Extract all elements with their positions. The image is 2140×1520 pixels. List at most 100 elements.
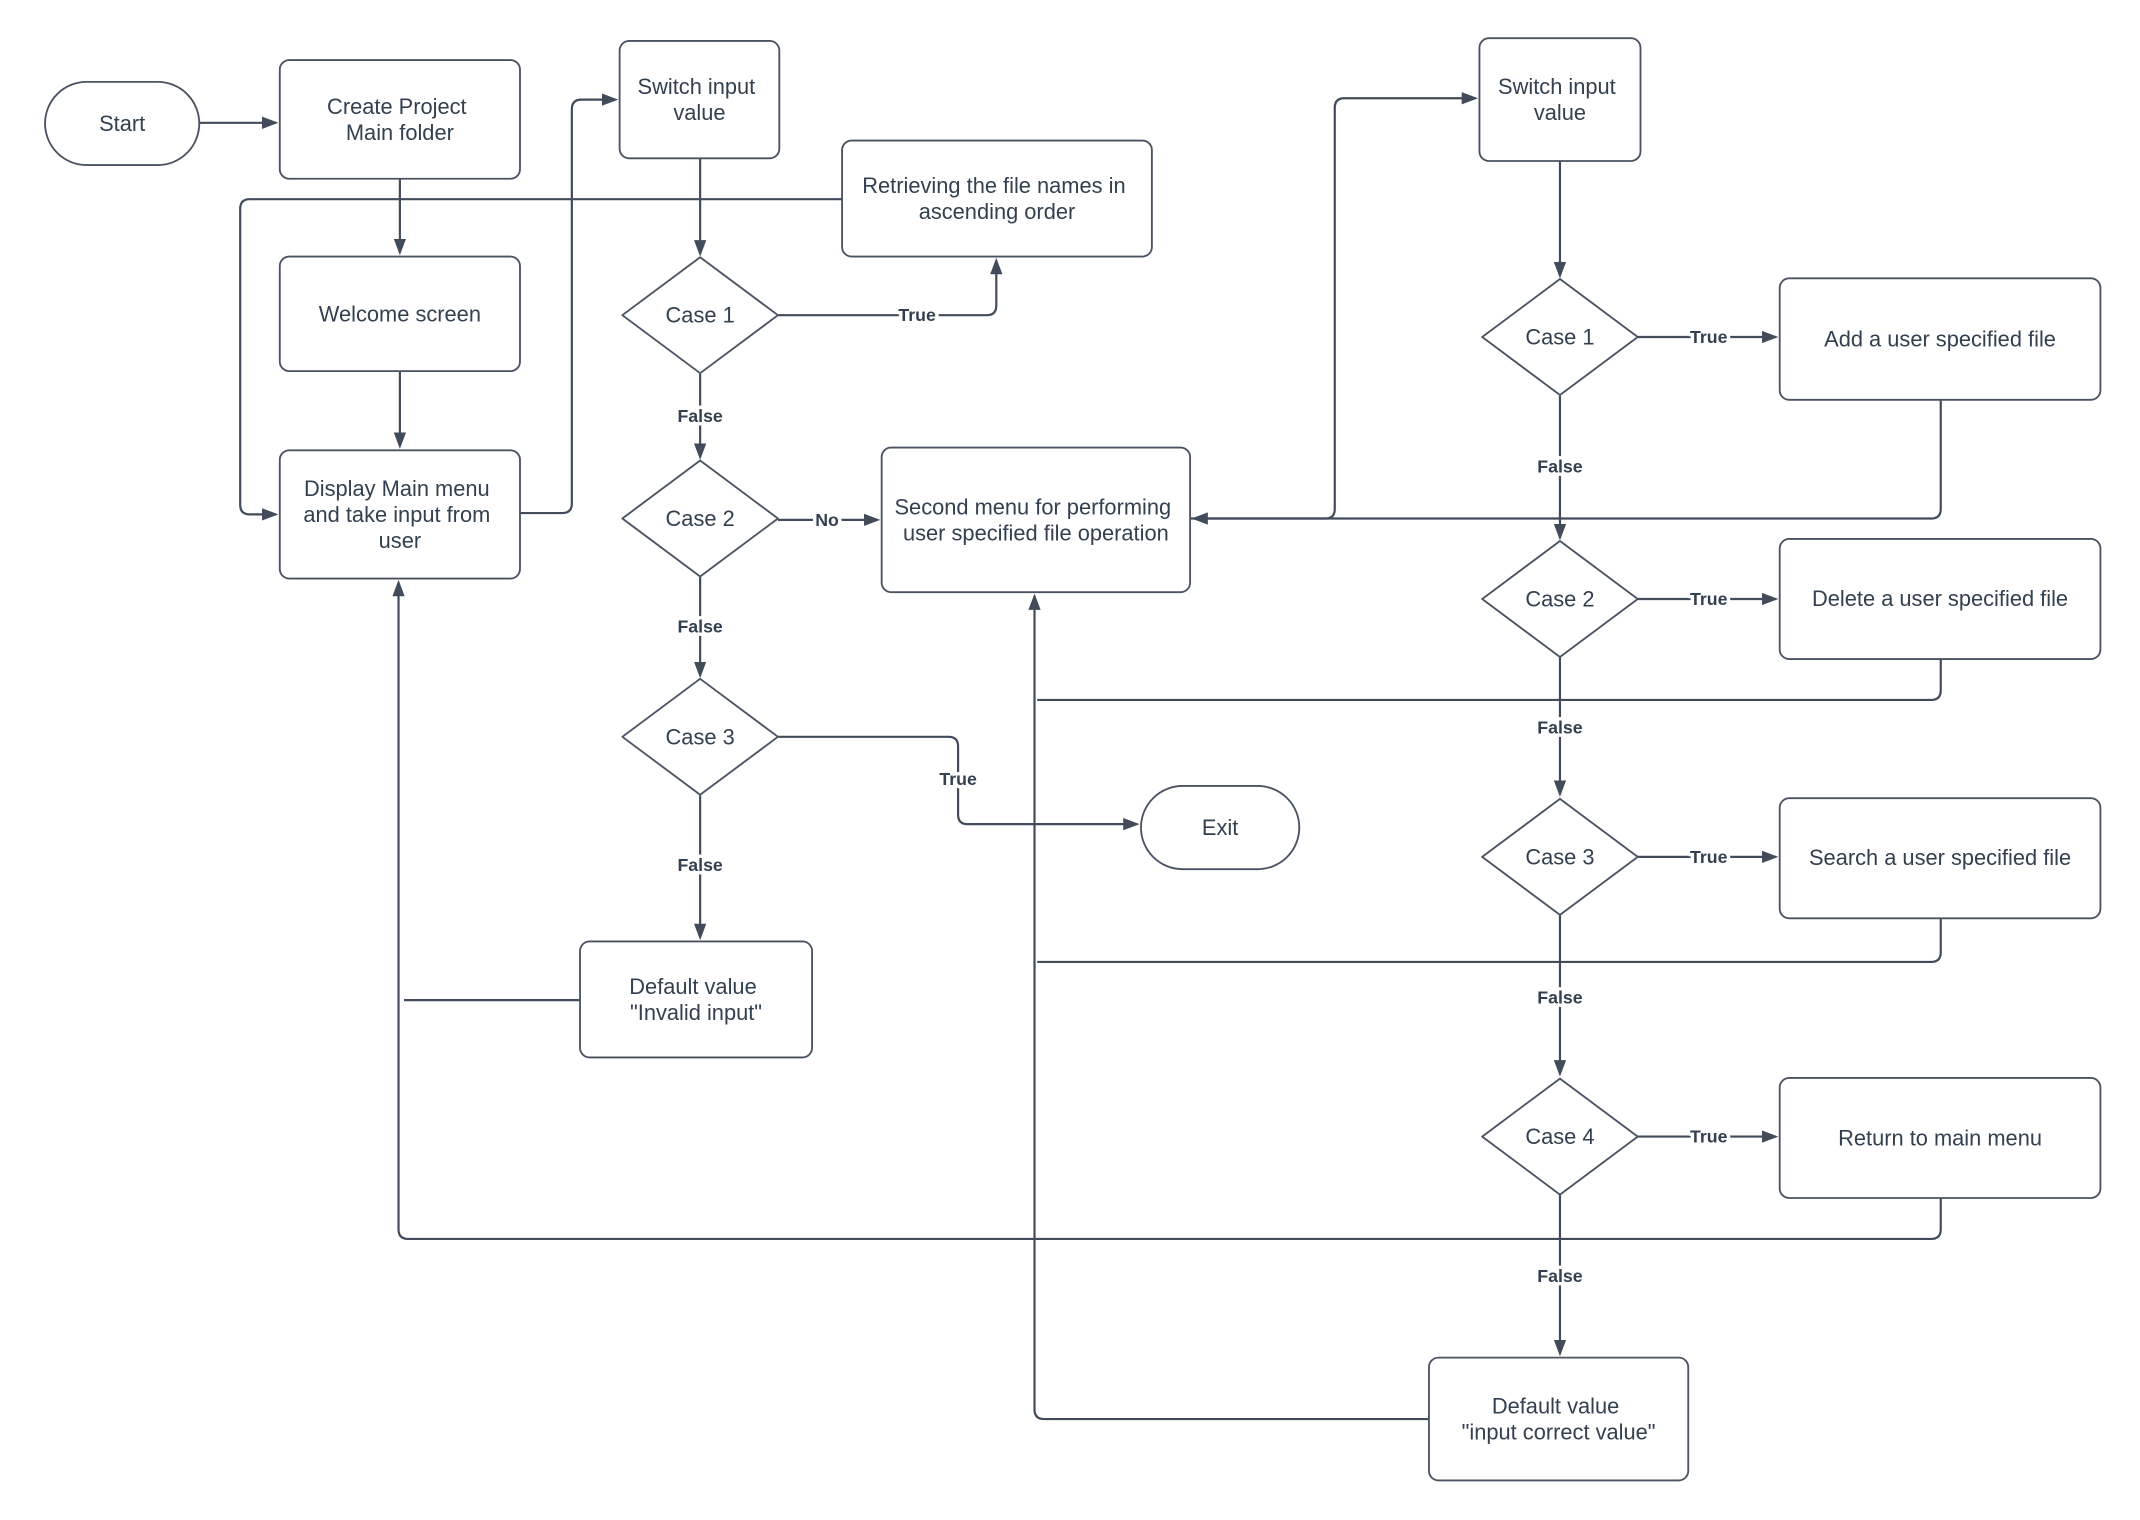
- edge-label-case1-right-true: True: [1690, 327, 1728, 347]
- start-label: Start: [99, 111, 145, 136]
- svg-text:Case 1: Case 1: [1525, 325, 1594, 350]
- case2-right-label: Case 2: [1525, 586, 1594, 611]
- case2-left-label: Case 2: [666, 506, 735, 531]
- display-main-menu-shape: [278, 449, 521, 580]
- create-project-shape: [278, 59, 521, 180]
- case1-left-label: Case 1: [666, 303, 735, 328]
- delete-file-label: Delete a user specified file: [1812, 586, 2068, 611]
- edge-retrieving-to-display: [239, 198, 843, 521]
- nodes: Start Create Project Main folder Welcome…: [44, 37, 2102, 1482]
- svg-text:Case 4: Case 4: [1525, 1124, 1594, 1149]
- switch-input-right-label: Switch input value: [1498, 67, 1622, 125]
- edge-label-case1-left-true: True: [898, 305, 936, 325]
- node-return-menu: Return to main menu: [1778, 1076, 2102, 1199]
- svg-text:True: True: [1690, 589, 1728, 609]
- svg-text:Case 2: Case 2: [1525, 586, 1594, 611]
- svg-text:True: True: [939, 769, 977, 789]
- svg-text:Return to main menu: Return to main menu: [1838, 1125, 2042, 1150]
- edge-labels: True False No False True False True Fals…: [674, 302, 1731, 1289]
- svg-text:False: False: [677, 855, 722, 875]
- edge-add-loop-to-second-menu: [1191, 399, 1942, 525]
- case3-right-label: Case 3: [1525, 844, 1594, 869]
- node-second-menu: Second menu for performing user specifie…: [880, 446, 1192, 594]
- edge-return-loop-to-display: [392, 579, 1942, 1241]
- exit-label: Exit: [1202, 815, 1238, 840]
- svg-text:False: False: [677, 616, 722, 636]
- svg-text:True: True: [1690, 327, 1728, 347]
- node-default-invalid: Default value "Invalid input": [579, 940, 813, 1059]
- edges: [199, 92, 1942, 1421]
- case1-left-diamond: [621, 256, 779, 375]
- edge-case1-left-true-to-retrieving: [777, 257, 1003, 317]
- edge-label-case1-right-false: False: [1537, 457, 1582, 477]
- svg-text:Start: Start: [99, 111, 145, 136]
- second-menu-shape: [880, 446, 1192, 594]
- edge-label-case1-left-false: False: [677, 406, 722, 426]
- case3-left-diamond: [621, 677, 779, 796]
- case2-right-diamond: [1481, 540, 1639, 658]
- switch-input-left-label: Switch input value: [638, 67, 762, 125]
- create-project-label: Create Project Main folder: [327, 86, 473, 144]
- case3-right-diamond: [1481, 797, 1639, 916]
- default-invalid-label: Default value "Invalid input": [629, 967, 763, 1025]
- add-file-label: Add a user specified file: [1824, 327, 2056, 352]
- case4-right-label: Case 4: [1525, 1124, 1594, 1149]
- return-menu-shape: [1778, 1076, 2102, 1199]
- svg-text:True: True: [1690, 847, 1728, 867]
- exit-terminator-shape: [1140, 785, 1301, 871]
- start-terminator-shape: [44, 80, 201, 167]
- edge-label-case3-left-true: True: [939, 769, 977, 789]
- node-switch-input-left: Switch input value: [618, 40, 781, 160]
- svg-text:False: False: [1537, 717, 1582, 737]
- svg-text:Search a user specified file: Search a user specified file: [1809, 845, 2071, 870]
- search-file-label: Search a user specified file: [1809, 845, 2071, 870]
- node-case1-left: Case 1: [621, 256, 779, 375]
- svg-text:False: False: [677, 406, 722, 426]
- svg-text:False: False: [1537, 987, 1582, 1007]
- display-main-menu-label: Display Main menu and take input from us…: [303, 468, 496, 552]
- edge-label-case2-left-false: False: [677, 616, 722, 636]
- edge-case3-left-true-to-exit: [777, 735, 1140, 831]
- node-case3-right: Case 3: [1481, 797, 1639, 916]
- edge-label-case3-right-false: False: [1537, 987, 1582, 1007]
- welcome-screen-label: Welcome screen: [319, 301, 481, 326]
- welcome-screen-shape: [278, 255, 521, 373]
- edge-default-correct-loop-to-second-menu: [1028, 593, 1429, 1421]
- case1-right-label: Case 1: [1525, 325, 1594, 350]
- case4-right-diamond: [1481, 1077, 1639, 1196]
- edge-label-case2-left-no: No: [815, 510, 839, 530]
- svg-text:Add a user specified file: Add a user specified file: [1824, 327, 2056, 352]
- default-invalid-shape: [579, 940, 813, 1059]
- svg-text:True: True: [1690, 1127, 1728, 1147]
- edge-display-to-switch-left: [519, 93, 619, 515]
- node-case1-right: Case 1: [1481, 278, 1639, 396]
- node-switch-input-right: Switch input value: [1478, 37, 1642, 162]
- second-menu-label: Second menu for performing user specifie…: [895, 487, 1178, 545]
- default-correct-shape: [1428, 1356, 1690, 1482]
- node-create-project: Create Project Main folder: [278, 59, 521, 180]
- node-retrieving-files: Retrieving the file names in ascending o…: [841, 139, 1153, 258]
- return-menu-label: Return to main menu: [1838, 1125, 2042, 1150]
- case1-right-diamond: [1481, 278, 1639, 396]
- node-delete-file: Delete a user specified file: [1778, 538, 2102, 660]
- default-correct-label: Default value "input correct value": [1462, 1386, 1656, 1444]
- switch-input-right-shape: [1478, 37, 1642, 162]
- node-default-correct: Default value "input correct value": [1428, 1356, 1690, 1482]
- svg-text:True: True: [898, 305, 936, 325]
- node-search-file: Search a user specified file: [1778, 797, 2102, 920]
- edge-label-case2-right-false: False: [1537, 717, 1582, 737]
- retrieving-files-shape: [841, 139, 1153, 258]
- edge-label-case4-right-false: False: [1537, 1266, 1582, 1286]
- svg-text:False: False: [1537, 457, 1582, 477]
- svg-text:Delete a user specified file: Delete a user specified file: [1812, 586, 2068, 611]
- node-display-main-menu: Display Main menu and take input from us…: [278, 449, 521, 580]
- svg-text:Welcome screen: Welcome screen: [319, 301, 481, 326]
- switch-input-left-shape: [618, 40, 781, 160]
- node-case4-right: Case 4: [1481, 1077, 1639, 1196]
- svg-text:False: False: [1537, 1266, 1582, 1286]
- delete-file-shape: [1778, 538, 2102, 660]
- edge-label-case3-left-false: False: [677, 855, 722, 875]
- case2-left-diamond: [621, 459, 779, 578]
- node-exit: Exit: [1140, 785, 1301, 871]
